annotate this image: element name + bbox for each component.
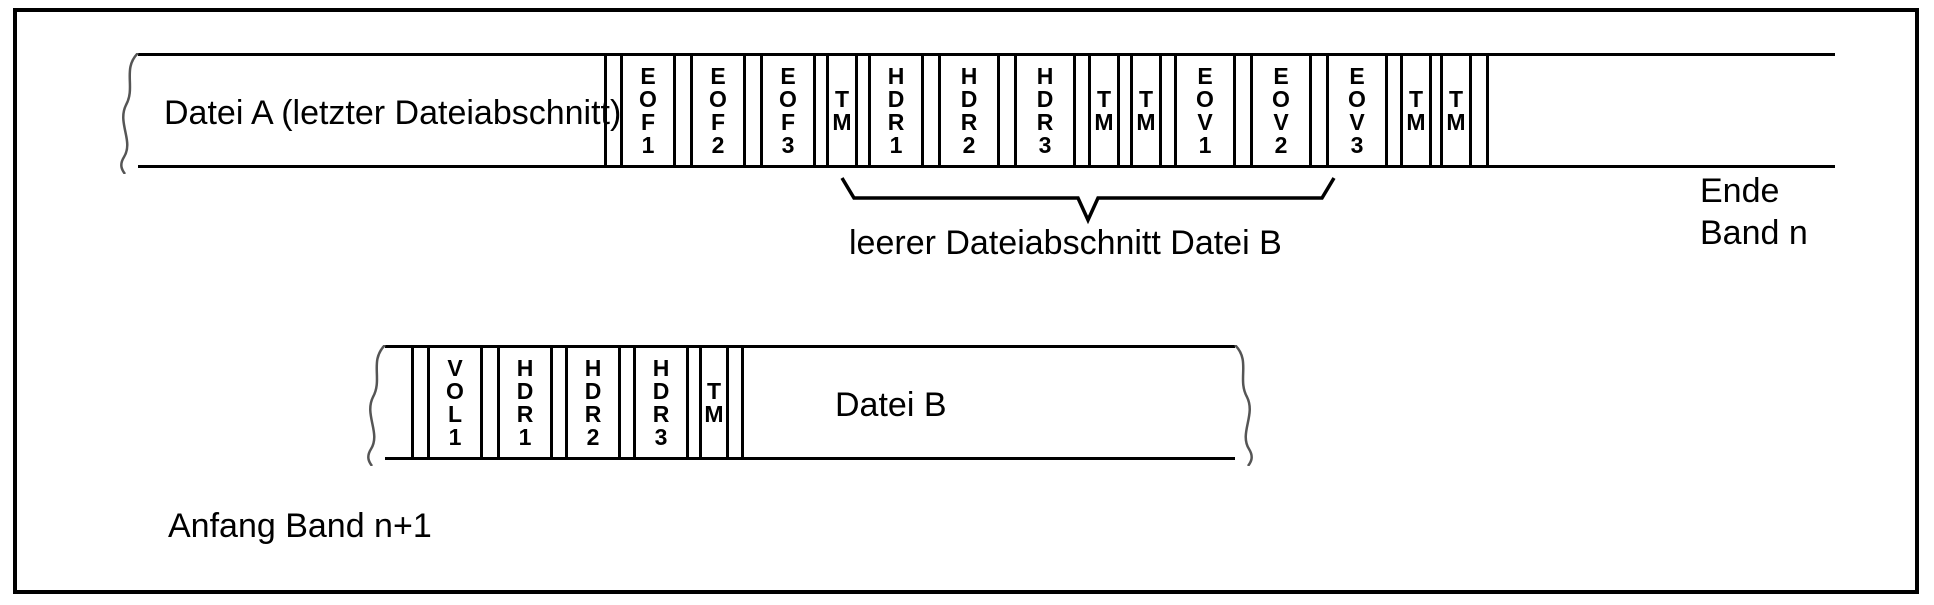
- segment-char: D: [960, 85, 978, 112]
- segment-eov3: E O V 3: [1326, 56, 1388, 165]
- segment-hdr1: H D R 1: [497, 348, 553, 457]
- page-border: [13, 8, 1919, 594]
- segment-char: V: [1273, 108, 1289, 135]
- segment-char: H: [887, 62, 905, 89]
- segment-char: O: [1272, 85, 1290, 112]
- segment-char: M: [1094, 108, 1114, 135]
- segment-char: 3: [781, 131, 795, 158]
- segment-char: O: [1348, 85, 1366, 112]
- segment-char: H: [584, 354, 602, 381]
- segment-char: M: [704, 400, 724, 427]
- segment-eof2: E O F 2: [690, 56, 746, 165]
- segment-char: H: [1036, 62, 1054, 89]
- segment-char: 2: [1274, 131, 1288, 158]
- segment-hdr3: H D R 3: [633, 348, 689, 457]
- top-tape: Datei A (letzter Dateiabschnitt) E O F 1…: [120, 53, 1835, 174]
- segment-char: R: [652, 400, 670, 427]
- empty-section-label: leerer Dateiabschnitt Datei B: [849, 224, 1282, 262]
- separator: [741, 348, 744, 457]
- segment-hdr1: H D R 1: [868, 56, 924, 165]
- segment-char: 3: [654, 423, 668, 450]
- separator: [1486, 56, 1489, 165]
- segment-char: T: [706, 377, 722, 404]
- segment-char: V: [1197, 108, 1213, 135]
- segment-char: O: [639, 85, 657, 112]
- segment-char: E: [710, 62, 726, 89]
- segment-char: 3: [1350, 131, 1364, 158]
- top-tape-data-area-label: Datei A (letzter Dateiabschnitt): [164, 94, 622, 132]
- segment-char: M: [1136, 108, 1156, 135]
- start-tape-label: Anfang Band n+1: [168, 507, 432, 545]
- segment-char: V: [447, 354, 463, 381]
- segment-tm-4: T M: [1400, 56, 1432, 165]
- segment-char: H: [516, 354, 534, 381]
- segment-tm-1: T M: [826, 56, 858, 165]
- segment-char: 1: [448, 423, 462, 450]
- segment-char: E: [1273, 62, 1289, 89]
- bottom-tape-data-area-label: Datei B: [835, 386, 947, 424]
- segment-hdr2: H D R 2: [565, 348, 621, 457]
- segment-char: M: [1406, 108, 1426, 135]
- segment-char: E: [640, 62, 656, 89]
- segment-char: E: [780, 62, 796, 89]
- segment-char: D: [887, 85, 905, 112]
- segment-char: E: [1197, 62, 1213, 89]
- segment-char: T: [1408, 85, 1424, 112]
- segment-char: D: [1036, 85, 1054, 112]
- segment-char: F: [780, 108, 796, 135]
- segment-char: V: [1349, 108, 1365, 135]
- bottom-tape: V O L 1 H D R 1 H D R 2 H D R 3 T M Da: [367, 345, 1253, 466]
- segment-char: F: [710, 108, 726, 135]
- segment-char: E: [1349, 62, 1365, 89]
- segment-char: R: [887, 108, 905, 135]
- segment-eof1: E O F 1: [620, 56, 676, 165]
- segment-char: 1: [1198, 131, 1212, 158]
- segment-hdr2: H D R 2: [938, 56, 1000, 165]
- segment-eof3: E O F 3: [760, 56, 816, 165]
- segment-char: 1: [641, 131, 655, 158]
- segment-char: T: [1138, 85, 1154, 112]
- segment-char: D: [652, 377, 670, 404]
- segment-char: 2: [711, 131, 725, 158]
- segment-char: 2: [962, 131, 976, 158]
- segment-char: L: [447, 400, 463, 427]
- segment-char: H: [652, 354, 670, 381]
- segment-char: 2: [586, 423, 600, 450]
- segment-char: T: [1448, 85, 1464, 112]
- segment-char: 1: [889, 131, 903, 158]
- separator: [411, 348, 414, 457]
- segment-eov2: E O V 2: [1250, 56, 1312, 165]
- segment-char: D: [516, 377, 534, 404]
- segment-char: D: [584, 377, 602, 404]
- segment-char: F: [640, 108, 656, 135]
- segment-char: R: [516, 400, 534, 427]
- segment-char: T: [1096, 85, 1112, 112]
- segment-tm-3: T M: [1130, 56, 1162, 165]
- end-tape-label-line2: Band n: [1700, 214, 1808, 252]
- segment-char: M: [832, 108, 852, 135]
- segment-char: R: [584, 400, 602, 427]
- segment-char: H: [960, 62, 978, 89]
- segment-tm-5: T M: [1440, 56, 1472, 165]
- segment-char: R: [1036, 108, 1054, 135]
- segment-char: 3: [1038, 131, 1052, 158]
- segment-tm-2: T M: [1088, 56, 1120, 165]
- end-tape-label-line1: Ende: [1700, 172, 1780, 210]
- segment-char: O: [779, 85, 797, 112]
- segment-hdr3: H D R 3: [1014, 56, 1076, 165]
- segment-char: T: [834, 85, 850, 112]
- segment-tm-1: T M: [699, 348, 729, 457]
- segment-char: 1: [518, 423, 532, 450]
- segment-char: O: [1196, 85, 1214, 112]
- segment-char: R: [960, 108, 978, 135]
- segment-char: M: [1446, 108, 1466, 135]
- segment-eov1: E O V 1: [1174, 56, 1236, 165]
- segment-char: O: [709, 85, 727, 112]
- segment-vol1: V O L 1: [427, 348, 483, 457]
- separator: [604, 56, 607, 165]
- segment-char: O: [446, 377, 464, 404]
